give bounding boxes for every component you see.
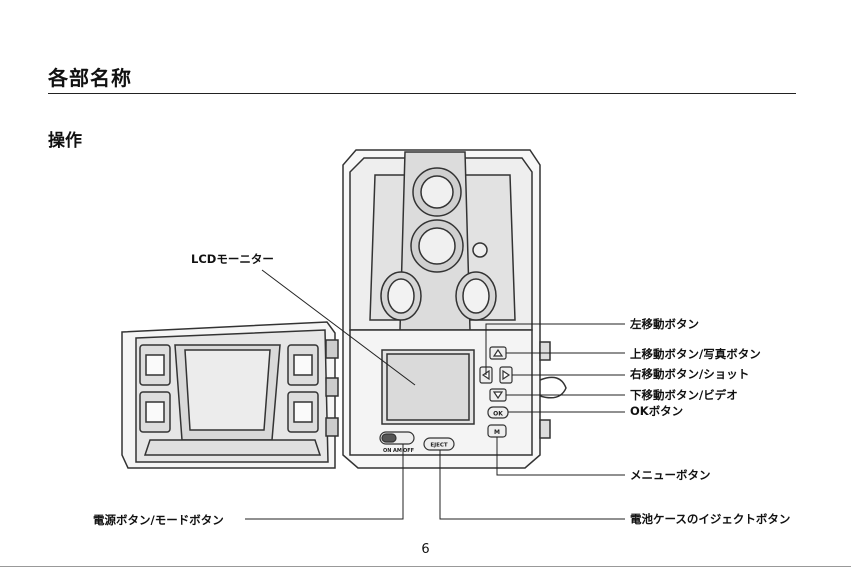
label-ok-button: OKボタン <box>630 404 683 418</box>
menu-button-text: M <box>494 429 500 436</box>
page-number: 6 <box>0 542 851 557</box>
ok-button-text: OK <box>493 411 503 418</box>
label-lcd-monitor: LCDモーニター <box>191 252 274 266</box>
switch-am-text: AM <box>393 448 402 454</box>
camera-body <box>343 150 566 468</box>
label-left-button: 左移動ボタン <box>630 317 699 331</box>
label-up-button: 上移動ボタン/写真ボタン <box>630 347 761 361</box>
eject-button-text: EJECT <box>430 443 448 449</box>
label-right-button: 右移動ボタン/ショット <box>630 367 749 381</box>
label-down-button: 下移動ボタン/ビデオ <box>630 388 738 402</box>
footer-divider <box>0 566 851 567</box>
open-front-cover <box>122 322 338 468</box>
label-eject-button: 電池ケースのイジェクトボタン <box>630 512 790 526</box>
switch-off-text: OFF <box>403 448 414 454</box>
switch-on-text: ON <box>383 448 391 454</box>
label-menu-button: メニューボタン <box>630 468 711 482</box>
label-power-mode: 電源ボタン/モードボタン <box>93 513 224 527</box>
